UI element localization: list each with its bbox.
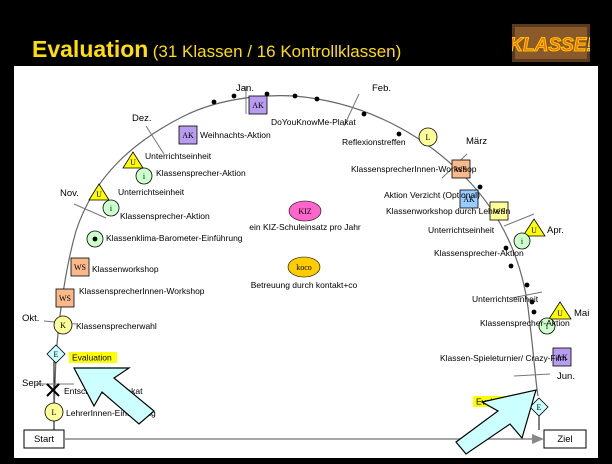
svg-text:U: U	[130, 158, 136, 167]
label-ksa-nov: Klassensprecher-Aktion	[120, 211, 210, 221]
klasse-logo: KLASSE!	[512, 24, 590, 62]
label-ksa-dez: Klassensprecher-Aktion	[156, 168, 246, 178]
title-subtitle: (31 Klassen / 16 Kontrollklassen)	[152, 42, 402, 61]
label-reflexionstreffen: Reflexionstreffen	[342, 137, 406, 147]
month-dividers	[36, 86, 551, 385]
node-reflexionstreffen: L Reflexionstreffen	[342, 127, 438, 147]
node-ks-workshop: WS KlassensprecherInnen-Workshop	[55, 286, 205, 308]
svg-text:AK: AK	[463, 195, 475, 204]
label-koco: Betreuung durch kontakt+co	[251, 280, 358, 290]
diagram-panel: Sept. Okt. Nov. Dez. Jan. Feb. März Apr.…	[14, 66, 598, 458]
svg-text:U: U	[96, 190, 102, 199]
node-apr-unterricht: U i Unterrichtseinheit Klassensprecher-A…	[428, 218, 546, 258]
node-nov-unterricht: U i Unterrichtseinheit Klassensprecher-A…	[88, 183, 210, 221]
node-weihnachtsaktion: AK Weihnachts-Aktion	[178, 125, 271, 145]
title-main: Evaluation	[32, 36, 149, 62]
label-unterricht-dez: Unterrichtseinheit	[145, 151, 212, 161]
label-evaluation-start: Evaluation	[72, 353, 112, 363]
label-klassensprecherwahl: Klassensprecherwahl	[76, 321, 157, 331]
node-spieleturnier: AK Klassen-Spieleturnier/ Crazy-Film	[440, 347, 572, 367]
label-doyouknowme: DoYouKnowMe-Plakat	[271, 117, 356, 127]
svg-text:U: U	[557, 309, 563, 318]
slide-title: Evaluation (31 Klassen / 16 Kontrollklas…	[32, 36, 401, 63]
node-lehrerinnen-einfuehrung: L LehrerInnen-Einführung	[44, 402, 156, 422]
svg-text:WS: WS	[59, 294, 71, 303]
svg-text:Ziel: Ziel	[557, 434, 572, 445]
left-arc	[53, 95, 295, 415]
start-ziel-connector	[64, 434, 544, 444]
label-ksa-mai: Klassensprecher-Aktion	[480, 318, 570, 328]
label-unterricht-nov: Unterrichtseinheit	[118, 187, 185, 197]
start-box: Start	[23, 429, 65, 449]
label-ks-workshop: KlassensprecherInnen-Workshop	[79, 286, 205, 296]
svg-text:KLASSE!: KLASSE!	[512, 35, 590, 56]
month-okt: Okt.	[22, 313, 39, 324]
label-klassenklima: Klassenklima-Barometer-Einführung	[106, 233, 243, 243]
month-feb: Feb.	[372, 83, 391, 94]
svg-text:i: i	[143, 172, 146, 181]
svg-text:L: L	[52, 408, 57, 417]
node-dez-unterricht: U i Unterrichtseinheit Klassensprecher-A…	[122, 151, 246, 185]
svg-text:i: i	[110, 204, 113, 213]
koco-node: koco Betreuung durch kontakt+co	[251, 256, 358, 290]
path-dots	[211, 91, 537, 315]
label-klassenworkshop: Klassenworkshop	[92, 264, 159, 274]
svg-text:Start: Start	[34, 434, 54, 445]
roadmap-diagram: Sept. Okt. Nov. Dez. Jan. Feb. März Apr.…	[22, 83, 589, 455]
svg-text:WS: WS	[493, 207, 505, 216]
svg-text:i: i	[546, 322, 549, 331]
label-weihnachts: Weihnachts-Aktion	[200, 130, 271, 140]
svg-text:AK: AK	[252, 101, 264, 110]
svg-text:AK: AK	[182, 131, 194, 140]
label-lehrerinnen: LehrerInnen-Einführung	[66, 408, 156, 418]
label-ks-workshop-right: KlassensprecherInnen-Workshop	[351, 164, 477, 174]
label-unterricht-apr: Unterrichtseinheit	[428, 225, 495, 235]
node-mai-unterricht: U i Unterrichtseinheit Klassensprecher-A…	[472, 294, 572, 335]
node-doyouknowme: AK DoYouKnowMe-Plakat	[248, 95, 356, 127]
ziel-box: Ziel	[543, 429, 587, 449]
right-arc	[293, 95, 539, 397]
node-klassenworkshop-lehrerin: WS Klassenworkshop durch LehrerIn	[386, 201, 511, 221]
svg-text:L: L	[426, 133, 431, 142]
month-jan: Jan.	[236, 83, 254, 94]
node-klassenworkshop: WS Klassenworkshop	[70, 257, 159, 277]
node-klassenklima-barometer: Klassenklima-Barometer-Einführung	[86, 230, 243, 248]
svg-text:WS: WS	[455, 165, 467, 174]
month-mai: Mai	[574, 308, 589, 319]
svg-text:i: i	[521, 237, 524, 246]
svg-text:WS: WS	[74, 263, 86, 272]
arrow-left	[73, 367, 155, 425]
month-maerz: März	[466, 136, 487, 147]
svg-text:AK: AK	[556, 353, 568, 362]
node-klassensprecherwahl: K Klassensprecherwahl	[53, 315, 157, 335]
svg-text:koco: koco	[296, 263, 312, 272]
month-jun: Jun.	[557, 371, 575, 382]
kiz-node: KIZ ein KIZ-Schuleinsatz pro Jahr	[249, 200, 361, 232]
month-nov: Nov.	[60, 188, 79, 199]
month-dez: Dez.	[132, 113, 152, 124]
node-ks-workshop-right: WS KlassensprecherInnen-Workshop	[351, 159, 477, 179]
node-aktion-verzicht: AK Aktion Verzicht (Optional)	[384, 189, 480, 209]
svg-text:U: U	[531, 226, 537, 235]
svg-text:E: E	[54, 350, 59, 359]
month-sept: Sept.	[22, 378, 44, 389]
arrow-right	[455, 389, 537, 455]
month-apr: Apr.	[547, 225, 564, 236]
svg-text:E: E	[537, 403, 542, 412]
label-unterricht-mai: Unterrichtseinheit	[472, 294, 539, 304]
label-ksa-apr: Klassensprecher-Aktion	[434, 248, 524, 258]
label-spieleturnier: Klassen-Spieleturnier/ Crazy-Film	[440, 353, 567, 363]
svg-text:K: K	[60, 321, 66, 330]
node-evaluation-start: E Evaluation	[46, 344, 117, 364]
svg-text:KIZ: KIZ	[298, 207, 311, 216]
label-kiz: ein KIZ-Schuleinsatz pro Jahr	[249, 222, 361, 232]
label-klassenworkshop-lehrerin: Klassenworkshop durch LehrerIn	[386, 206, 511, 216]
label-aktion-verzicht: Aktion Verzicht (Optional)	[384, 190, 480, 200]
